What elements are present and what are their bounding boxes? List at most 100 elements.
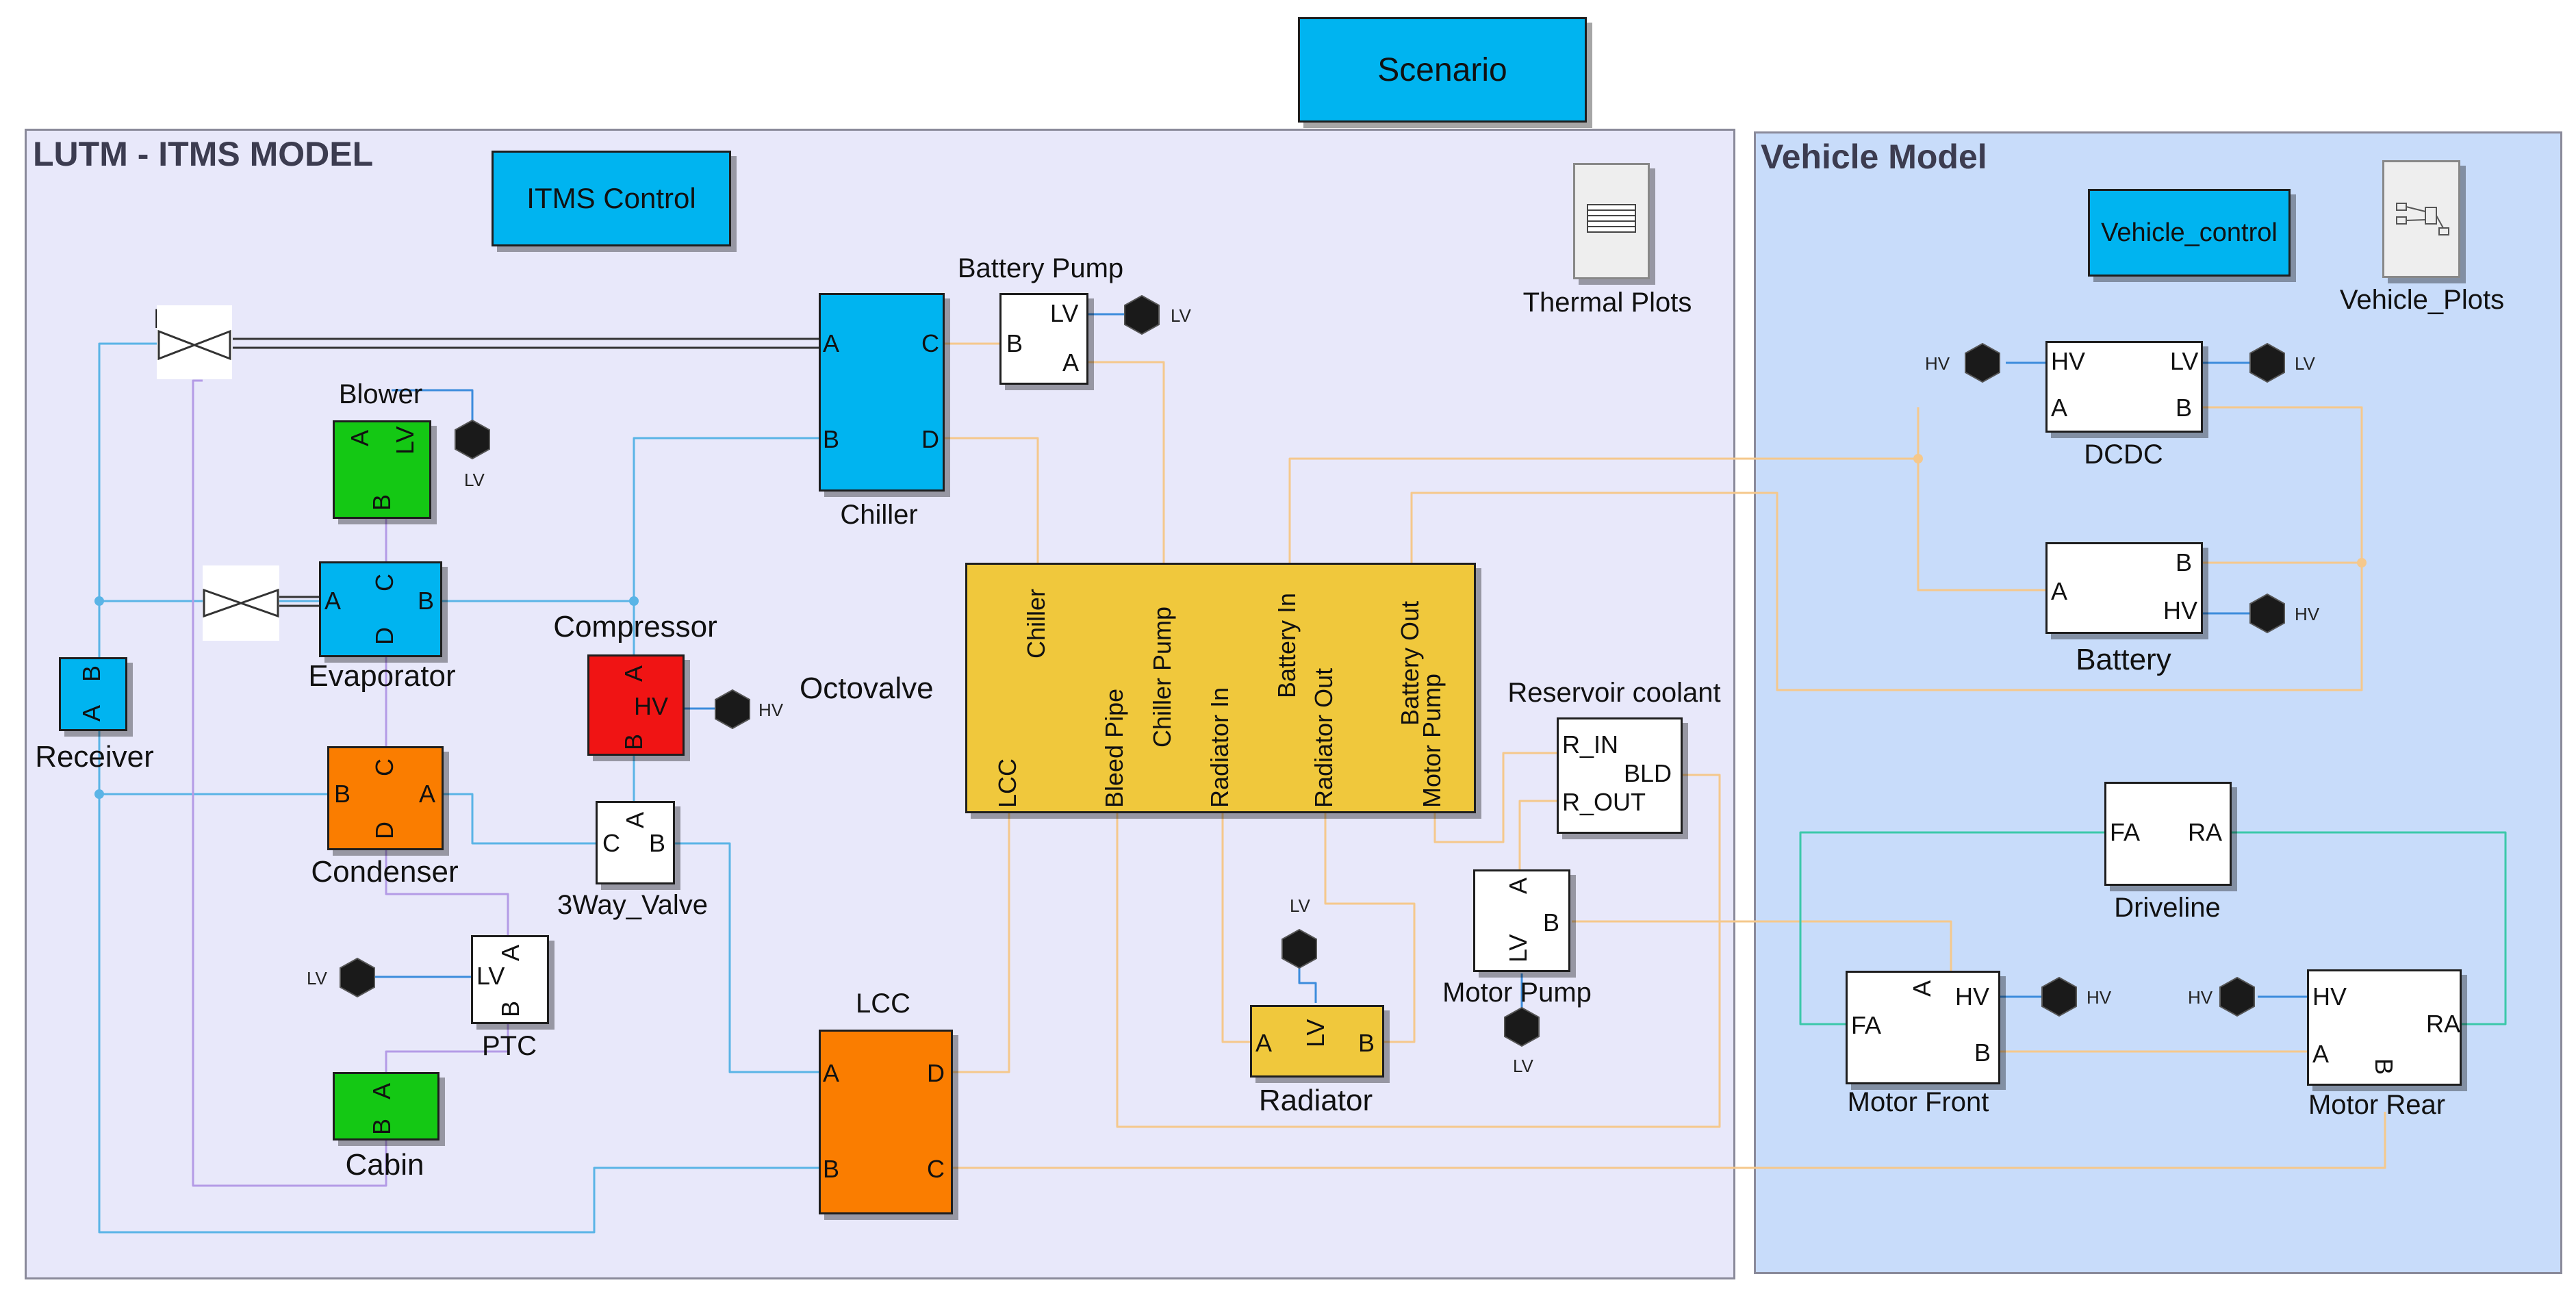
- motor-pump-label: Motor Pump: [1442, 978, 1592, 1008]
- three-way-valve-port-a: A: [621, 811, 649, 828]
- lcc-block[interactable]: [819, 1030, 953, 1214]
- evaporator-block[interactable]: [319, 561, 442, 657]
- motor-pump-lv-tag: LV: [1513, 1056, 1533, 1076]
- battery-port-b: B: [2176, 548, 2193, 576]
- evaporator-port-d: D: [370, 627, 398, 645]
- dcdc-block[interactable]: [2045, 341, 2203, 433]
- lcc-label: LCC: [855, 989, 911, 1019]
- evaporator-port-c: C: [370, 574, 398, 591]
- battery-port-a: A: [2051, 577, 2068, 605]
- ptc-block[interactable]: [471, 935, 549, 1024]
- refrigerant-line-evap-chiller: [442, 437, 819, 602]
- motor-front-block[interactable]: [1846, 971, 2000, 1084]
- dcdc-port-lv: LV: [2170, 347, 2199, 375]
- cabin-air-loop: [192, 379, 387, 1187]
- reservoir-port-r-out: R_OUT: [1562, 788, 1646, 816]
- blower-port-b: B: [368, 494, 396, 511]
- octovalve-port-bleed-pipe: Bleed Pipe: [1100, 688, 1128, 808]
- blower-block[interactable]: [333, 420, 431, 519]
- three-way-valve-label: 3Way_Valve: [557, 890, 709, 920]
- thermal-plots-block[interactable]: [1573, 163, 1650, 279]
- scenario-label: Scenario: [1377, 51, 1507, 88]
- reservoir-port-bld: BLD: [1624, 759, 1672, 787]
- condenser-port-a: A: [419, 780, 436, 808]
- chiller-port-b: B: [823, 425, 840, 453]
- three-way-valve-port-b: B: [649, 829, 666, 857]
- compressor-hv-tag: HV: [758, 700, 784, 720]
- ev1-label: EV1: [201, 564, 253, 594]
- lcc-port-b: B: [823, 1155, 840, 1183]
- coolant-chiller-pump: [1088, 361, 1165, 563]
- octovalve-port-radiator-out: Radiator Out: [1310, 667, 1338, 808]
- three-way-valve-block[interactable]: [596, 801, 675, 884]
- three-way-valve-port-c: C: [602, 829, 620, 857]
- coolant-lines: [945, 342, 2386, 1169]
- condenser-block[interactable]: [327, 746, 444, 850]
- refrigerant-line-condenser-valve: [442, 793, 596, 845]
- cabin-label: Cabin: [345, 1148, 424, 1182]
- vehicle-plots-label: Vehicle_Plots: [2339, 285, 2505, 315]
- motor-rear-port-hv: HV: [2312, 982, 2347, 1010]
- coolant-chiller-d: [945, 437, 1039, 563]
- blower-port-lv: LV: [391, 426, 419, 455]
- vehicle-plots-block[interactable]: [2382, 160, 2460, 278]
- battery-pump-label: Battery Pump: [957, 253, 1124, 283]
- chiller-port-c: C: [921, 329, 939, 357]
- itms-control-block[interactable]: ITMS Control: [492, 151, 731, 246]
- cabin-port-b: B: [368, 1118, 396, 1135]
- chiller-block[interactable]: [819, 293, 945, 492]
- dcdc-hv-tag: HV: [1925, 353, 1950, 374]
- driveline-ra-line: [2232, 831, 2507, 1025]
- coolant-battery-out: [1410, 406, 2363, 691]
- octovalve-block[interactable]: [965, 563, 1476, 813]
- motor-front-port-hv: HV: [1955, 982, 1990, 1010]
- octovalve-port-chiller-pump: Chiller Pump: [1148, 606, 1176, 748]
- itms-area-title: LUTM - ITMS MODEL: [33, 135, 374, 173]
- receiver-block[interactable]: [59, 657, 127, 731]
- motor-rear-block[interactable]: [2307, 969, 2462, 1086]
- dcdc-port-b: B: [2176, 394, 2193, 422]
- evaporator-port-a: A: [324, 587, 342, 615]
- driveline-block[interactable]: [2104, 782, 2232, 886]
- dcdc-port-a: A: [2051, 394, 2068, 422]
- compressor-block[interactable]: [587, 654, 685, 756]
- octovalve-label: Octovalve: [800, 672, 934, 705]
- blower-lv-tag: LV: [464, 470, 485, 490]
- cabin-air-lines: [192, 379, 509, 1187]
- battery-port-hv: HV: [2163, 596, 2198, 624]
- refrigerant-lines: [98, 342, 819, 1234]
- octovalve-port-lcc: LCC: [993, 758, 1021, 808]
- receiver-port-a: A: [77, 704, 105, 722]
- cabin-block[interactable]: [333, 1072, 439, 1140]
- motor-pump-block[interactable]: [1473, 869, 1570, 972]
- octovalve-port-battery-in: Battery In: [1273, 592, 1301, 698]
- reservoir-block[interactable]: [1557, 717, 1683, 834]
- battery-pump-port-lv: LV: [1050, 299, 1079, 327]
- vehicle-area-title: Vehicle Model: [1761, 138, 1987, 176]
- evaporator-label: Evaporator: [308, 659, 456, 693]
- dcdc-label: DCDC: [2084, 439, 2163, 470]
- radiator-block[interactable]: [1250, 1005, 1384, 1078]
- itms-control-label: ITMS Control: [526, 182, 696, 214]
- subsystem-icon: [2396, 203, 2449, 235]
- octovalve-port-motor-pump: Motor Pump: [1418, 673, 1446, 808]
- lcc-port-d: D: [927, 1059, 945, 1087]
- motor-front-label: Motor Front: [1847, 1087, 1989, 1117]
- coolant-reservoir-in: [1433, 752, 1558, 843]
- driveline-port-ra: RA: [2188, 818, 2223, 846]
- scenario-block[interactable]: Scenario: [1298, 17, 1587, 123]
- reservoir-label: Reservoir coolant: [1507, 678, 1721, 708]
- condenser-label: Condenser: [311, 855, 459, 889]
- radiator-port-b: B: [1358, 1029, 1375, 1057]
- blower-label: Blower: [338, 379, 423, 409]
- compressor-port-hv: HV: [634, 692, 669, 720]
- battery-hv-tag: HV: [2295, 604, 2320, 624]
- ptc-cabin-line: [385, 1023, 509, 1072]
- motor-front-port-a: A: [1908, 980, 1936, 997]
- ev2-chiller-line: [233, 337, 819, 607]
- vehicle-control-block[interactable]: Vehicle_control: [2088, 189, 2291, 277]
- battery-pump-block[interactable]: [999, 293, 1088, 385]
- battery-block[interactable]: [2045, 542, 2203, 634]
- evaporator-port-b: B: [418, 587, 435, 615]
- compressor-port-a: A: [620, 665, 648, 682]
